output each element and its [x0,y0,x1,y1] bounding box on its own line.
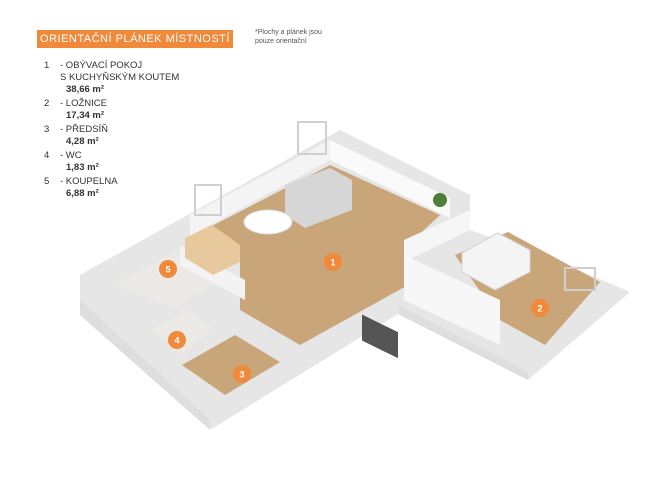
plan-title: ORIENTAČNÍ PLÁNEK MÍSTNOSTÍ [37,30,233,48]
svg-text:3: 3 [239,370,244,380]
room-name: - PŘEDSÍŇ [60,124,109,135]
room-badge-4: 4 [168,331,186,349]
room-badge-2: 2 [531,299,549,317]
room-number: 2 [44,98,50,109]
window [297,121,327,155]
legend-item-bedroom: 2 - LOŽNICE 17,34 m² [44,98,234,122]
partition-wall [404,255,500,345]
legend-item-hallway: 3 - PŘEDSÍŇ 4,28 m² [44,124,234,148]
room-area: 1,83 m² [66,162,99,173]
legend-item-living-room: 1 - OBÝVACÍ POKOJ S KUCHYŇSKÝM KOUTEM 38,… [44,60,234,96]
back-wall-right [330,140,450,218]
hallway-floor [182,335,280,395]
front-wall-right [398,305,528,380]
room-number: 4 [44,150,50,161]
room-number: 5 [44,176,50,187]
room-badge-1: 1 [324,253,342,271]
svg-text:5: 5 [165,265,170,275]
sofa [285,168,352,228]
room-area: 38,66 m² [66,84,105,95]
room-area: 17,34 m² [66,110,105,121]
back-wall-left [190,140,330,236]
window [194,184,222,216]
svg-text:4: 4 [174,336,179,346]
wc-floor [150,310,215,355]
legend-item-wc: 4 - WC 1,83 m² [44,150,234,174]
front-wall-left [80,300,210,430]
bedroom-wall [404,210,470,262]
legend-item-bathroom: 5 - KOUPELNA 6,88 m² [44,176,234,200]
bed [461,232,531,291]
room-name: - WC [60,150,82,161]
svg-text:2: 2 [537,304,542,314]
plant-icon [433,193,447,207]
room-area: 6,88 m² [66,188,99,199]
window [564,267,596,291]
room-name: - KOUPELNA [60,176,118,187]
room-name: - OBÝVACÍ POKOJ S KUCHYŇSKÝM KOUTEM [60,60,180,83]
dining-table [243,209,293,235]
room-name: - LOŽNICE [60,98,107,109]
disclaimer-note: *Plochy a plánek jsou pouze orientační [255,29,322,45]
room-number: 1 [44,60,50,71]
room-badge-3: 3 [233,365,251,383]
room-badge-5: 5 [159,260,177,278]
svg-text:1: 1 [330,258,335,268]
room-legend: 1 - OBÝVACÍ POKOJ S KUCHYŇSKÝM KOUTEM 38,… [44,60,234,202]
kitchen-counter [185,225,240,275]
room-number: 3 [44,124,50,135]
tv-unit [362,314,398,359]
room-area: 4,28 m² [66,136,99,147]
